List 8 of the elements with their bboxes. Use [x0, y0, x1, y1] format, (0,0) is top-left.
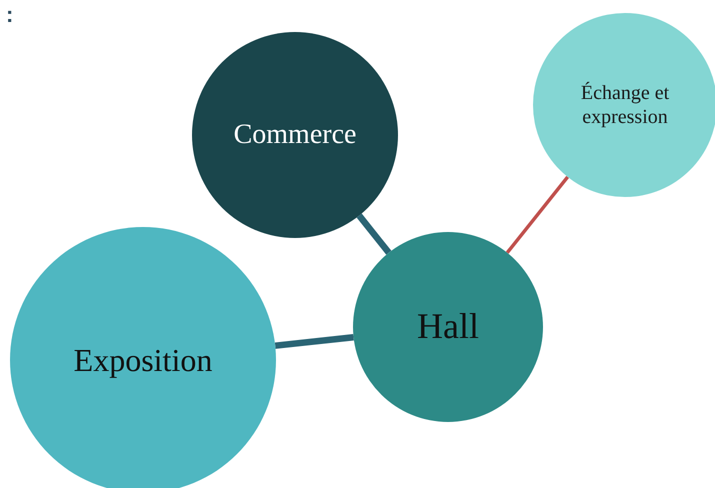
punctuation-text: :	[6, 2, 14, 28]
node-label: Exposition	[74, 340, 212, 380]
connector-line	[506, 176, 570, 254]
connector-line	[356, 214, 392, 255]
node-label: Échange et expression	[580, 81, 670, 129]
node-label: Commerce	[234, 118, 356, 152]
node-label: Hall	[417, 305, 479, 348]
connector-line	[274, 334, 354, 349]
